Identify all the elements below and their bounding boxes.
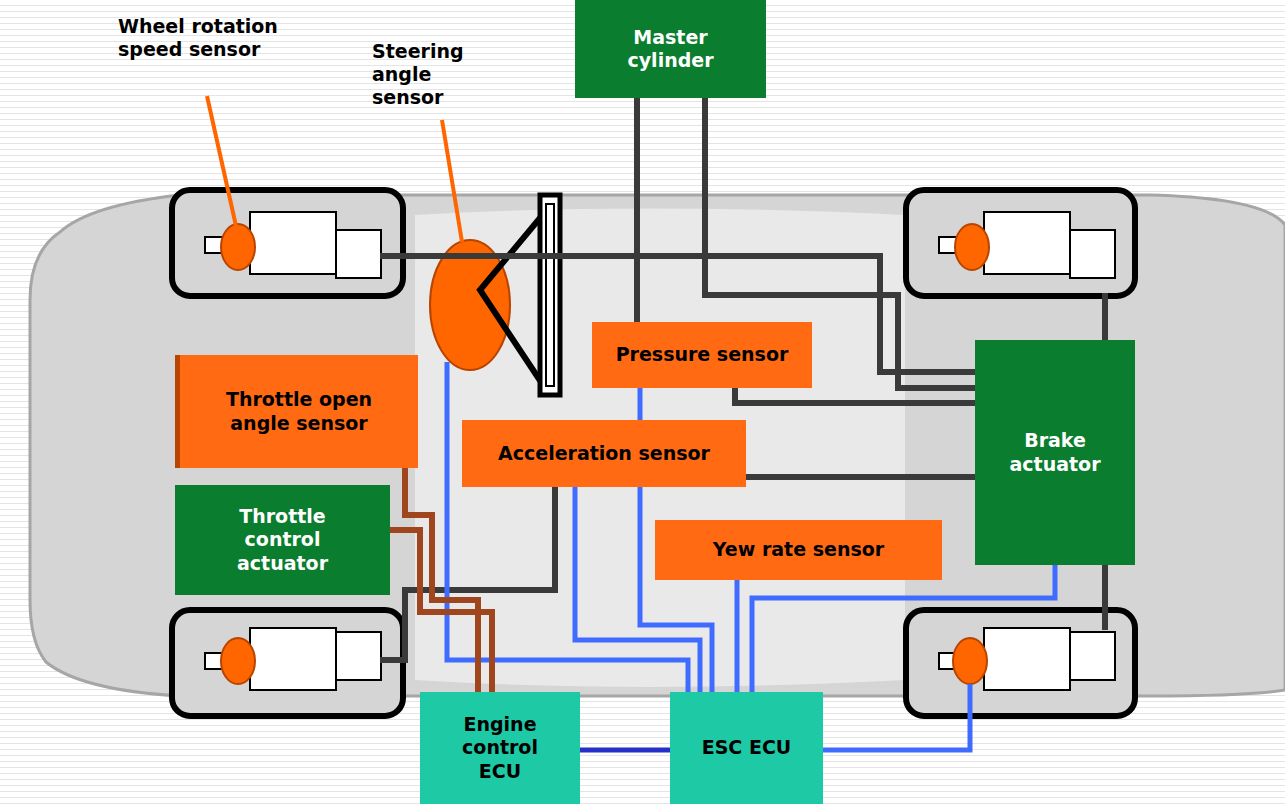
wire-connector [735, 580, 740, 692]
brake-caliper [1070, 230, 1115, 278]
text-group: Brake actuator [990, 429, 1120, 475]
wire-connector [752, 565, 1055, 692]
text-group: ESC ECU [702, 736, 792, 759]
wheel-speed-sensor [221, 638, 255, 684]
text-group: Acceleration sensor [498, 442, 710, 465]
text-group: Throttle control actuator [208, 505, 358, 575]
sensor-box: Pressure sensor [592, 322, 812, 388]
brake-line [380, 256, 975, 372]
node-text: Pressure sensor [616, 343, 789, 366]
text-group: Engine control ECU [443, 713, 558, 783]
callout-label: Wheel rotation speed sensor [118, 15, 278, 61]
sensor-box: Yew rate sensor [655, 520, 942, 580]
text-group: Pressure sensor [616, 343, 789, 366]
sensor-box: Throttle open angle sensor [175, 355, 418, 468]
callout-label: Steering angle sensor [372, 40, 472, 110]
leader-line [207, 96, 236, 226]
node-text: Throttle open angle sensor [197, 388, 402, 434]
wheel [172, 190, 403, 296]
brake-disc [250, 212, 336, 274]
wire-connector [735, 388, 975, 403]
node-text: ESC ECU [702, 736, 792, 759]
wheel-outline [172, 190, 403, 296]
steering-angle-sensor [430, 240, 510, 370]
node-text: Engine control ECU [443, 713, 558, 783]
node-text: Master cylinder [596, 26, 746, 72]
steering-column [480, 212, 545, 388]
node-text: Brake actuator [990, 429, 1120, 475]
wheel [906, 190, 1135, 296]
actuator-box: Throttle control actuator [175, 485, 390, 595]
actuator-box: Master cylinder [575, 0, 766, 98]
steering-wheel [540, 195, 560, 395]
steering-wheel-rim [546, 204, 554, 386]
signal-wire [823, 684, 970, 750]
node-text: Yew rate sensor [713, 538, 884, 561]
leader-line [442, 120, 462, 242]
brake-line [1102, 293, 1108, 340]
brake-disc [984, 628, 1070, 690]
wheel-speed-sensor [953, 638, 987, 684]
brake-line [1102, 565, 1108, 630]
brake-caliper [336, 230, 381, 278]
text-group: Master cylinder [596, 26, 746, 72]
wire-connector [580, 748, 670, 753]
brake-caliper [336, 632, 381, 680]
wire-connector [390, 530, 492, 692]
brake-caliper [1070, 632, 1115, 680]
wheel [172, 610, 403, 716]
actuator-box: Brake actuator [975, 340, 1135, 565]
text-group: Yew rate sensor [713, 538, 884, 561]
sensor-box: Acceleration sensor [462, 420, 746, 487]
brake-disc [984, 212, 1070, 274]
wire-connector [634, 98, 640, 322]
text-group: Throttle open angle sensor [197, 388, 402, 434]
wheel-outline [906, 190, 1135, 296]
node-text: Throttle control actuator [208, 505, 358, 575]
node-text: Acceleration sensor [498, 442, 710, 465]
wheel-speed-sensor [955, 224, 989, 270]
wheel-outline [906, 610, 1135, 716]
wire-connector [405, 468, 478, 692]
wheel [906, 610, 1135, 716]
wire-connector [575, 487, 700, 692]
ecu-box: ESC ECU [670, 692, 823, 804]
wheel-speed-sensor [221, 224, 255, 270]
car-cabin [415, 209, 905, 688]
brake-disc [250, 628, 336, 690]
brake-line [380, 477, 975, 660]
wheel-outline [172, 610, 403, 716]
ecu-box: Engine control ECU [420, 692, 580, 804]
